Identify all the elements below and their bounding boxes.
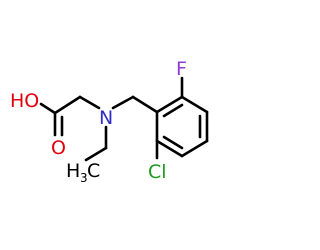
bond-c-ch2: [53, 95, 82, 115]
atom-labels: HO O N H 3 C F Cl: [10, 58, 187, 185]
molecule-structure: HO O N H 3 C F Cl: [10, 58, 209, 185]
ring-bond-4: [180, 139, 209, 158]
bond-ch2-n: [78, 95, 101, 110]
ring-bond-5-inner: [162, 135, 184, 150]
ring-bond-1: [155, 95, 184, 114]
bond-n-benzyl: [111, 95, 135, 110]
bond-benzyl-ring: [131, 95, 159, 114]
bond-c-oh: [39, 102, 57, 115]
atom-label-methyl-subscript: 3: [80, 171, 88, 185]
bond-ethyl-ch3: [84, 146, 108, 162]
atom-label-chlorine: Cl: [148, 161, 167, 183]
ring-bond-5: [155, 139, 184, 158]
bonds: [39, 76, 209, 162]
atom-label-carbonyl-oxygen: O: [51, 137, 66, 159]
atom-label-methyl-c: C: [87, 160, 100, 182]
atom-label-fluorine: F: [176, 58, 187, 80]
atom-label-methyl: H 3 C: [66, 160, 100, 185]
ring-bond-1-inner: [162, 103, 184, 118]
atom-label-hydroxyl: HO: [10, 90, 39, 112]
atom-label-methyl-h: H: [66, 160, 80, 182]
ring-bond-2: [180, 95, 209, 114]
atom-label-nitrogen: N: [99, 107, 113, 129]
